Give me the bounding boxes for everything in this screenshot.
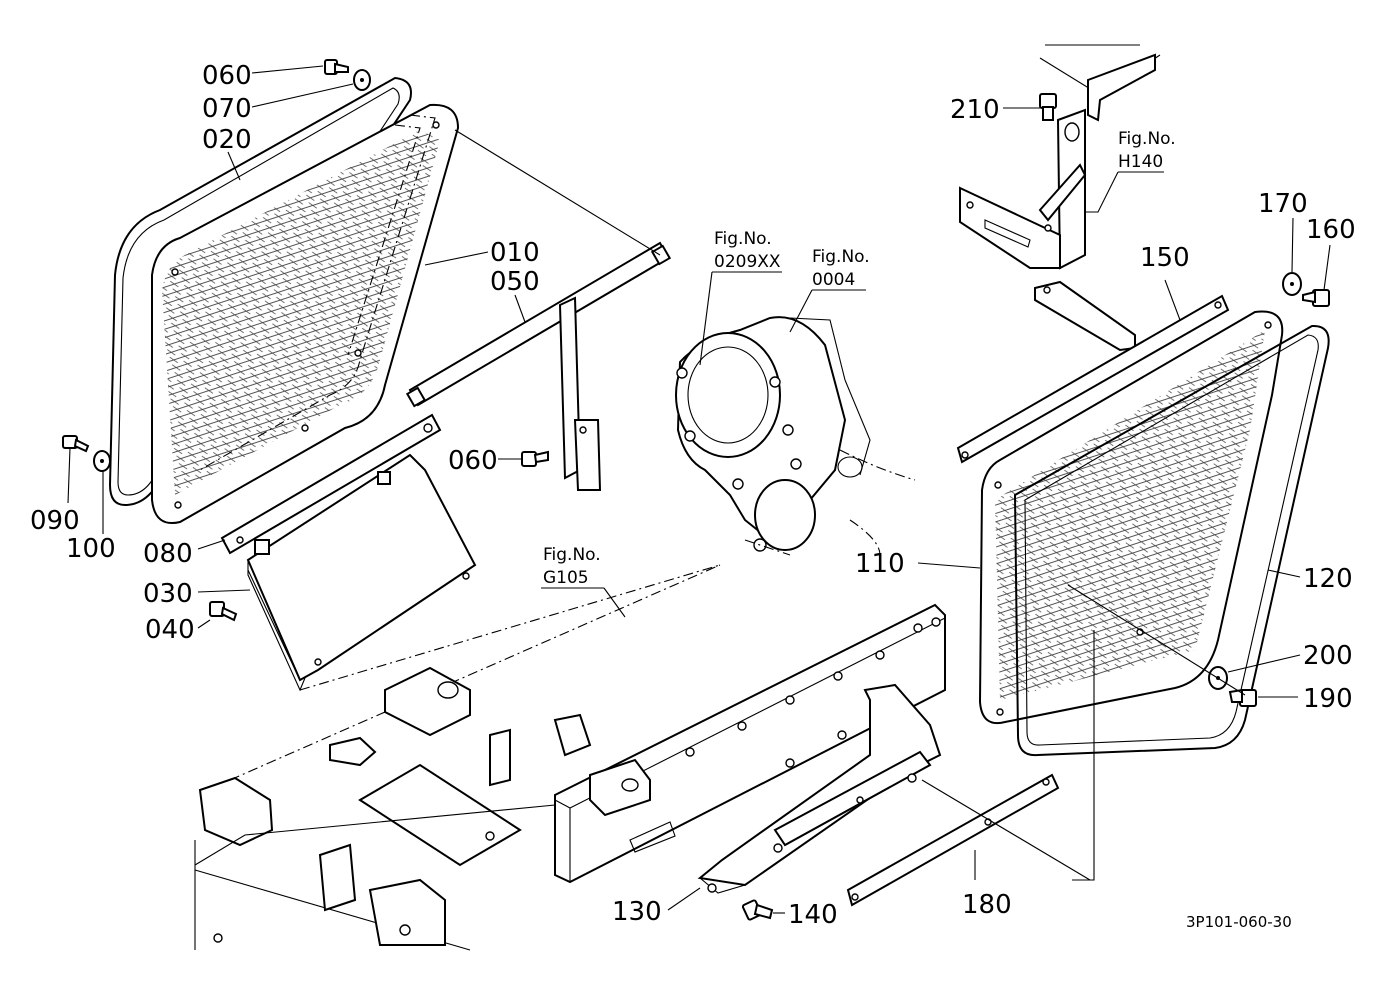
bottom-cover-130 bbox=[697, 683, 942, 894]
svg-text:Fig.No.: Fig.No. bbox=[1118, 129, 1176, 149]
svg-text:0209XX: 0209XX bbox=[714, 252, 781, 272]
callout-060-top: 060 bbox=[202, 61, 252, 91]
engine-housing-outline bbox=[675, 316, 916, 556]
callout-010: 010 bbox=[490, 238, 540, 268]
washer-070-icon bbox=[353, 69, 371, 91]
bolt-040-icon bbox=[209, 601, 238, 622]
callout-060-mid: 060 bbox=[448, 446, 498, 476]
right-lower-bracket-180 bbox=[846, 773, 1060, 907]
callout-050: 050 bbox=[490, 267, 540, 297]
svg-text:H140: H140 bbox=[1118, 152, 1163, 172]
left-upper-bracket-050 bbox=[405, 241, 672, 491]
callout-040: 040 bbox=[145, 615, 195, 645]
callout-180: 180 bbox=[962, 890, 1012, 920]
callout-030: 030 bbox=[143, 579, 193, 609]
bolt-160-icon bbox=[1302, 289, 1330, 307]
bolt-090-icon bbox=[62, 435, 90, 453]
right-screen-panel-110 bbox=[978, 310, 1284, 724]
right-screen-gasket-120 bbox=[1013, 324, 1330, 757]
figure-ref-0209xx: Fig.No. 0209XX bbox=[714, 229, 781, 272]
callout-200: 200 bbox=[1303, 641, 1353, 671]
callout-150: 150 bbox=[1140, 243, 1190, 273]
callout-070: 070 bbox=[202, 94, 252, 124]
bolt-140-icon bbox=[741, 899, 774, 921]
figure-ref-h140: Fig.No. H140 bbox=[1118, 129, 1176, 172]
callout-labels: 060 070 020 010 050 060 090 100 080 030 … bbox=[30, 61, 1356, 930]
left-lower-bracket-080 bbox=[220, 413, 442, 555]
callout-120: 120 bbox=[1303, 564, 1353, 594]
figure-ref-g105: Fig.No. G105 bbox=[543, 545, 601, 588]
callout-190: 190 bbox=[1303, 684, 1353, 714]
washer-170-icon bbox=[1282, 272, 1302, 296]
callout-080: 080 bbox=[143, 539, 193, 569]
bolt-060-top-icon bbox=[324, 59, 349, 75]
svg-text:G105: G105 bbox=[543, 568, 589, 588]
drawing-code: 3P101-060-30 bbox=[1186, 913, 1292, 931]
svg-text:Fig.No.: Fig.No. bbox=[714, 229, 772, 249]
figure-ref-leaders bbox=[541, 171, 1164, 618]
svg-text:Fig.No.: Fig.No. bbox=[543, 545, 601, 565]
svg-text:0004: 0004 bbox=[812, 270, 855, 290]
left-cover-plate-030 bbox=[246, 453, 477, 692]
callout-130: 130 bbox=[612, 897, 662, 927]
bolt-210-icon bbox=[1039, 93, 1057, 121]
svg-text:Fig.No.: Fig.No. bbox=[812, 247, 870, 267]
callout-170: 170 bbox=[1258, 189, 1308, 219]
callout-110: 110 bbox=[855, 549, 905, 579]
callout-210: 210 bbox=[950, 95, 1000, 125]
bolt-190-icon bbox=[1228, 688, 1257, 707]
callout-160: 160 bbox=[1306, 215, 1356, 245]
right-upper-bracket-150 bbox=[956, 280, 1230, 464]
right-upper-mount-h140 bbox=[959, 44, 1161, 270]
washer-100-icon bbox=[93, 450, 111, 472]
callout-090: 090 bbox=[30, 506, 80, 536]
figure-ref-0004: Fig.No. 0004 bbox=[812, 247, 870, 290]
callout-100: 100 bbox=[66, 534, 116, 564]
left-screen-panel-010 bbox=[151, 103, 460, 524]
callout-leaders bbox=[67, 65, 1331, 914]
callout-140: 140 bbox=[788, 900, 838, 930]
bolt-060-mid-icon bbox=[521, 450, 549, 467]
callout-020: 020 bbox=[202, 125, 252, 155]
chassis-frame bbox=[194, 564, 946, 951]
